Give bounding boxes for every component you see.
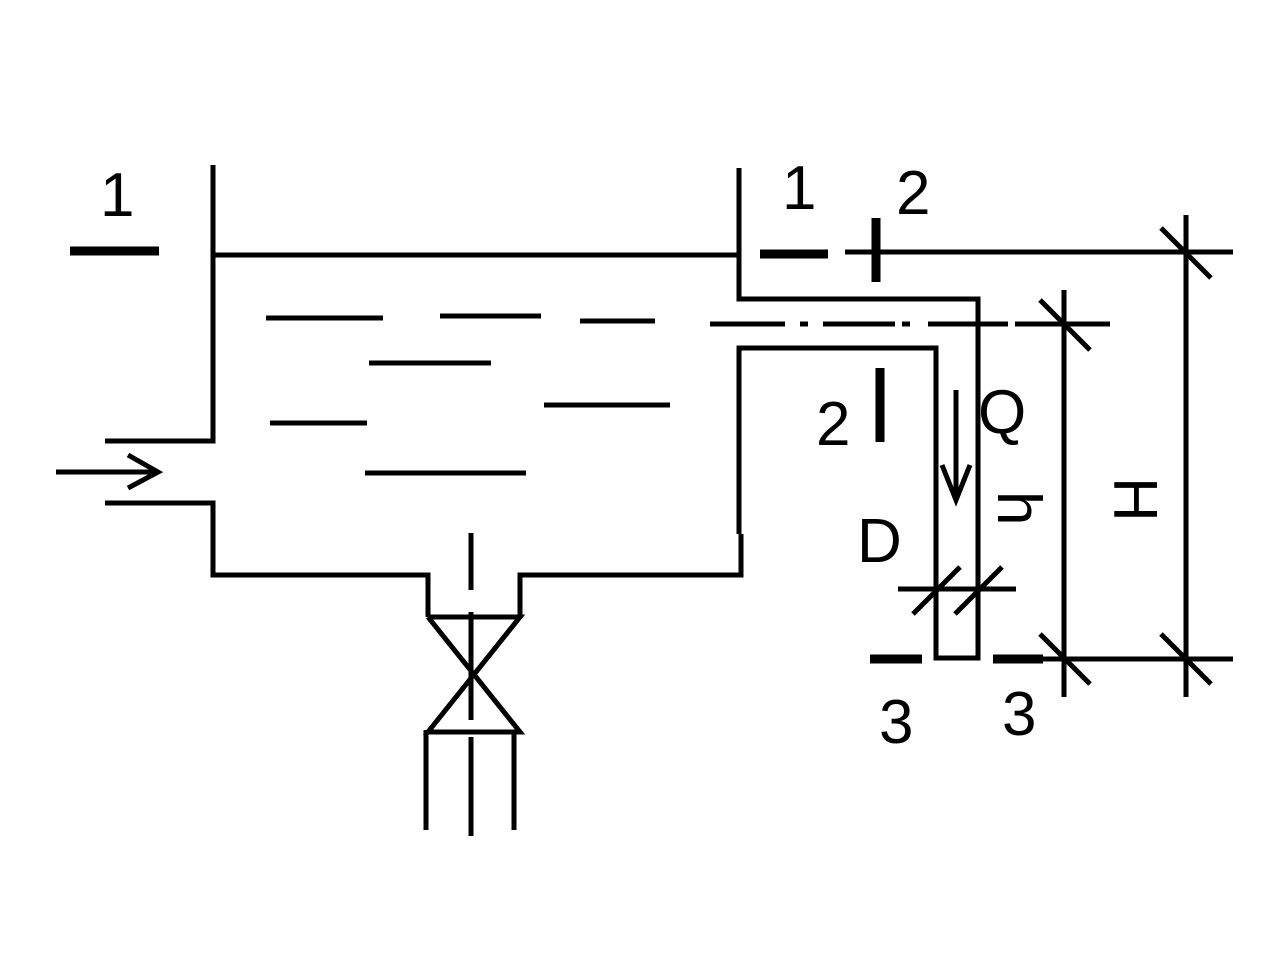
dim-h-total-tick-top <box>1159 226 1213 280</box>
section-markers <box>70 218 1043 664</box>
label-section-3-right: 3 <box>1002 680 1036 749</box>
inlet-arrow <box>56 452 164 491</box>
dim-h-total-tick-bottom <box>1159 632 1213 686</box>
label-height-small: h <box>984 491 1053 525</box>
label-section-2-top: 2 <box>896 159 930 228</box>
label-flow-q: Q <box>978 378 1026 447</box>
labels: 1 1 2 2 Q D 3 3 h H <box>100 154 1169 757</box>
flow-arrow-head <box>939 464 973 507</box>
label-section-3-left: 3 <box>879 688 913 757</box>
dimension-lines <box>845 215 1233 697</box>
tank-left-wall-lower <box>105 500 431 617</box>
label-section-1-left: 1 <box>100 161 134 230</box>
label-section-2-bottom: 2 <box>816 390 850 459</box>
tank <box>105 165 981 661</box>
dim-d-tick-left <box>911 565 962 616</box>
valve <box>422 533 526 836</box>
tank-right-wall-lower <box>736 168 981 661</box>
liquid-hatching <box>266 313 670 476</box>
label-height-total: H <box>1100 477 1169 522</box>
inlet-arrow-head <box>126 452 164 491</box>
dim-h-small-tick-top <box>1038 298 1092 352</box>
tank-bottom-right <box>517 534 744 617</box>
dim-d-tick-right <box>953 565 1004 616</box>
valve-body <box>422 614 526 735</box>
flow-arrow <box>939 390 973 507</box>
label-section-1-right: 1 <box>782 154 816 223</box>
dim-h-small-tick-bottom <box>1038 632 1092 686</box>
label-diameter: D <box>857 507 902 576</box>
